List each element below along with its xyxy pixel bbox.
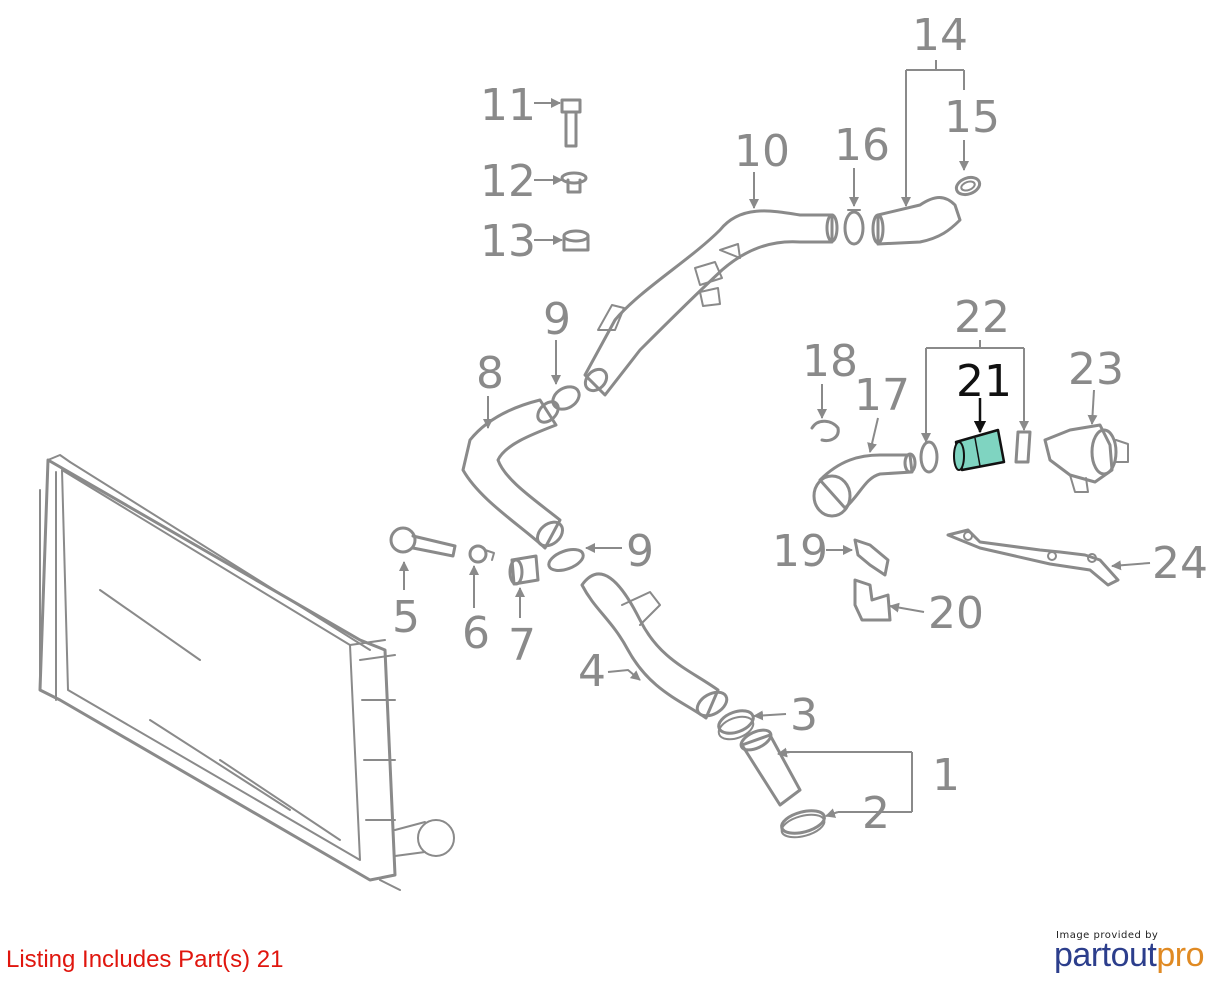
- part-8-hose: [461, 398, 565, 550]
- callout-15: 15: [944, 92, 1000, 143]
- callout-21: 21: [956, 356, 1012, 407]
- callout-14: 14: [912, 10, 968, 61]
- callout-9-upper: 9: [543, 294, 571, 345]
- callout-labels: 1 2 3 4 5 6 7 8 9 9 10 11 12 13 14 15 16…: [392, 10, 1208, 839]
- part-22-clamp-left: [919, 440, 939, 474]
- part-21-hose-highlighted: [953, 428, 1006, 472]
- part-22-seal-right: [1014, 430, 1032, 464]
- callout-2: 2: [862, 788, 890, 839]
- part-9-clamp-upper: [551, 385, 581, 411]
- part-4-pipe: [580, 572, 729, 720]
- callout-10: 10: [734, 126, 790, 177]
- logo-text-partout: partout: [1054, 936, 1157, 974]
- callout-24: 24: [1152, 538, 1208, 589]
- part-9-clamp-lower: [547, 548, 585, 572]
- callout-8: 8: [476, 348, 504, 399]
- callout-9-lower: 9: [626, 526, 654, 577]
- leader-lines: [399, 60, 1151, 818]
- partoutpro-logo: partoutpro: [1054, 936, 1204, 975]
- callout-3: 3: [790, 690, 818, 741]
- part-6-washer: [468, 544, 495, 564]
- callout-1: 1: [932, 750, 960, 801]
- part-13-sleeve: [562, 229, 590, 252]
- logo-text-pro: pro: [1156, 936, 1204, 974]
- part-3-clamp: [717, 709, 755, 741]
- part-16-clamp: [843, 209, 865, 246]
- part-19-bracket: [853, 538, 890, 577]
- part-12-cap: [560, 171, 588, 194]
- callout-6: 6: [462, 608, 490, 659]
- part-20-bracket: [853, 578, 892, 622]
- callout-19: 19: [772, 526, 828, 577]
- part-17-hose: [812, 452, 917, 518]
- callout-7: 7: [508, 620, 536, 671]
- callout-20: 20: [928, 588, 984, 639]
- callout-23: 23: [1068, 344, 1124, 395]
- part-5-bolt: [389, 526, 457, 558]
- image-credit-text: Image provided by: [1056, 930, 1159, 941]
- callout-16: 16: [834, 120, 890, 171]
- part-23-pump: [1043, 423, 1129, 493]
- part-1-hose: [739, 728, 802, 807]
- intercooler-drawing: [38, 454, 455, 891]
- part-7-bushing: [508, 554, 540, 586]
- part-10-pipe: [583, 209, 839, 397]
- callout-17: 17: [854, 370, 910, 421]
- callout-22: 22: [954, 292, 1010, 343]
- part-14-hose: [871, 196, 962, 246]
- part-18-clip: [810, 419, 840, 442]
- part-24-bracket: [946, 528, 1120, 587]
- callout-5: 5: [392, 592, 420, 643]
- part-11-bolt: [560, 98, 582, 148]
- listing-caption: Listing Includes Part(s) 21: [6, 946, 284, 973]
- callout-18: 18: [802, 336, 858, 387]
- callout-13: 13: [480, 216, 536, 267]
- callout-11: 11: [480, 80, 536, 131]
- callout-4: 4: [578, 646, 606, 697]
- part-2-clamp: [780, 809, 826, 839]
- callout-12: 12: [480, 156, 536, 207]
- part-15-oring: [954, 175, 982, 197]
